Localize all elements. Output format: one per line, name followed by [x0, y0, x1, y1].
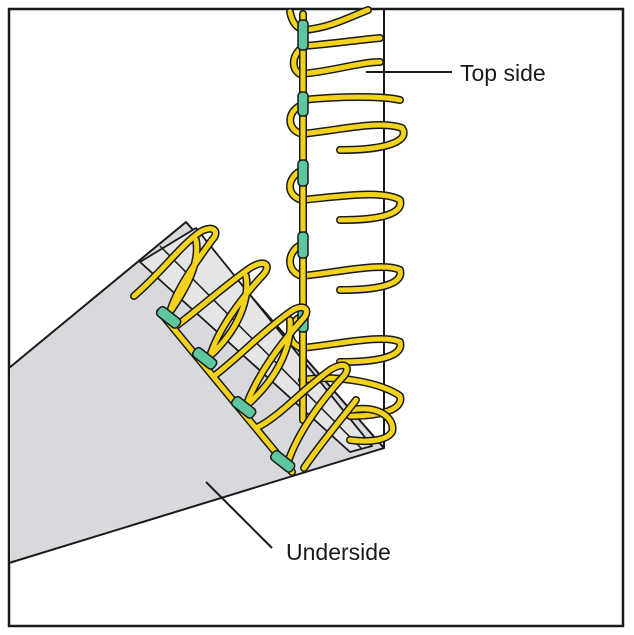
underside-fabric: [8, 221, 385, 564]
top-side-bindings: [297, 19, 309, 333]
top-side-label: Top side: [460, 60, 546, 86]
underside-bindings: [155, 305, 296, 473]
underside-stitches: [130, 224, 360, 476]
underside-leader: [205, 481, 273, 549]
underside-label: Underside: [286, 539, 391, 565]
fold-line: [159, 245, 363, 450]
